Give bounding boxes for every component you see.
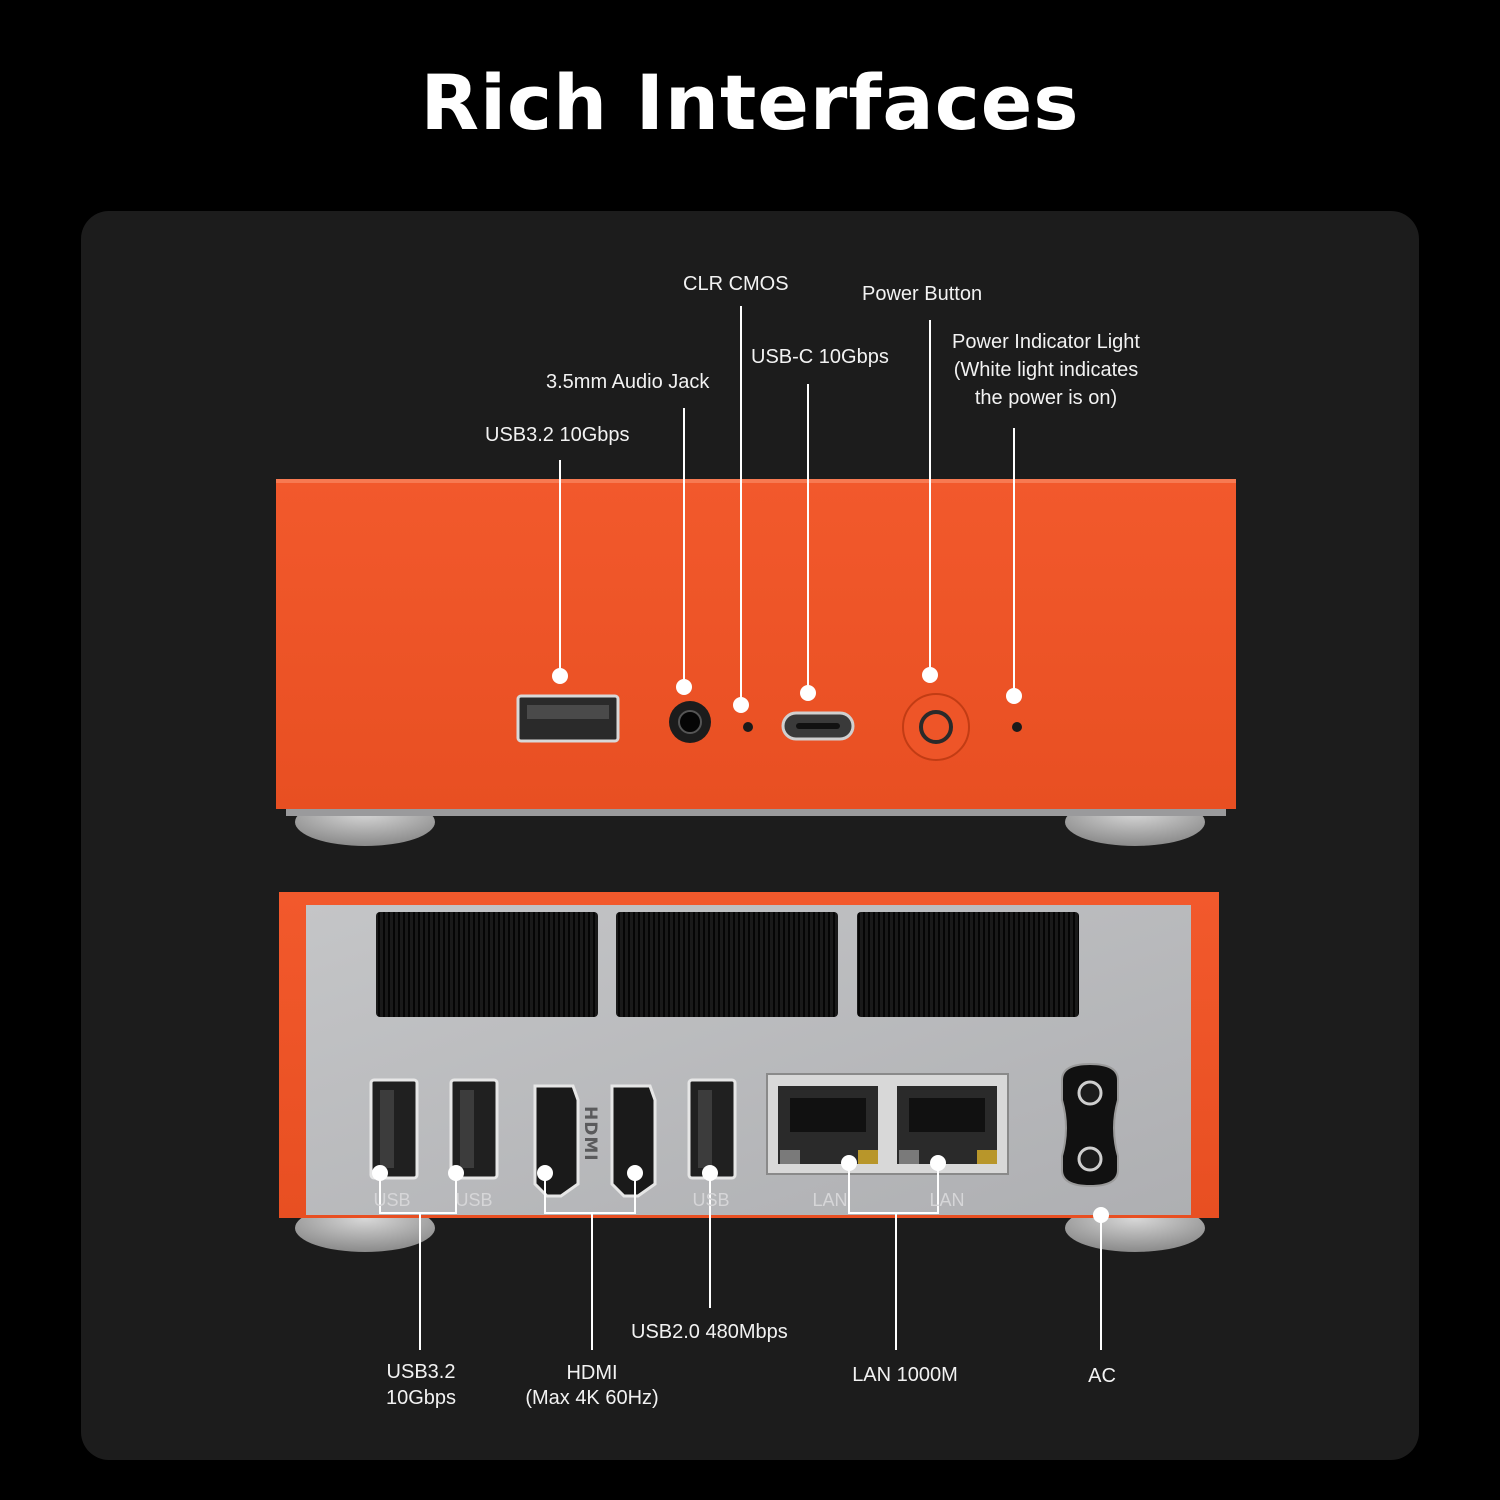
label-usb-c: USB-C 10Gbps [751,346,889,368]
rear-usb32-port-1 [369,1078,419,1180]
front-power-led [1012,722,1022,732]
vent-right [857,912,1079,1017]
label-ac: AC [1088,1365,1116,1387]
front-usb-a-port [516,694,620,743]
label-power-light-line-2: (White light indicates [953,359,1139,381]
front-usb-c-port [781,711,855,741]
label-power-light: Power Indicator Light (White light indic… [952,328,1140,412]
label-audio-jack: 3.5mm Audio Jack [546,371,710,393]
vent-middle [616,912,838,1017]
rear-hdmi-port-2 [610,1084,657,1198]
label-clr-cmos: CLR CMOS [683,273,789,295]
label-power-light-line-1: Power Indicator Light [952,331,1140,353]
rear-hdmi-logo: HDMI [580,1106,600,1162]
rear-usb20-port [687,1078,737,1180]
page-title: Rich Interfaces [420,58,1080,147]
rear-mark-usb-2: USB [455,1190,492,1210]
label-lan: LAN 1000M [852,1364,958,1386]
rear-lan-block [766,1073,1009,1175]
label-usb32-rear-line-1: USB3.2 [386,1361,456,1383]
rear-usb32-port-2 [449,1078,499,1180]
front-device [276,306,1236,846]
rear-mark-lan-2: LAN [929,1190,964,1210]
rear-mark-lan-1: LAN [812,1190,847,1210]
label-power-button: Power Button [862,283,983,305]
front-case [276,479,1236,809]
label-hdmi-line-1: HDMI [566,1362,618,1384]
vent-left [376,912,598,1017]
rear-device: USB USB USB LAN LAN HDMI [279,892,1219,1350]
label-hdmi-line-2: (Max 4K 60Hz) [525,1387,659,1409]
rear-mark-usb-3: USB [692,1190,729,1210]
label-usb32-front: USB3.2 10Gbps [485,424,630,446]
rear-mark-usb-1: USB [373,1190,410,1210]
front-clr-cmos-hole [743,722,753,732]
label-usb20: USB2.0 480Mbps [631,1321,788,1343]
front-audio-jack [669,701,711,743]
label-power-light-line-3: the power is on) [974,387,1118,409]
label-hdmi: HDMI (Max 4K 60Hz) [525,1361,658,1411]
content-panel [81,211,1419,1460]
label-usb32-rear: USB3.2 10Gbps [386,1359,456,1411]
rear-ac-inlet [1061,1062,1119,1188]
label-usb32-rear-line-2: 10Gbps [385,1387,457,1409]
front-power-button [902,693,970,761]
